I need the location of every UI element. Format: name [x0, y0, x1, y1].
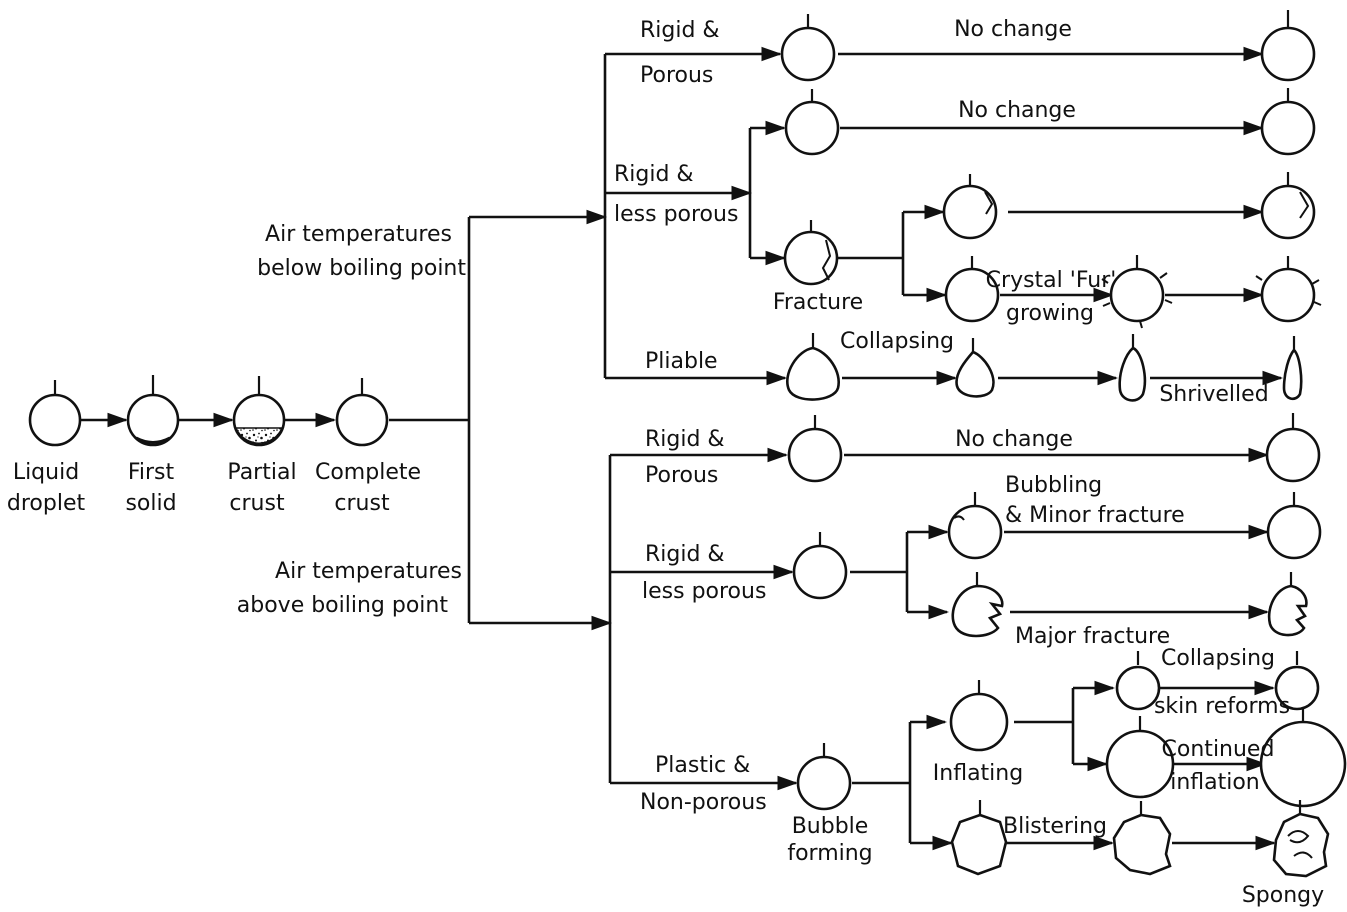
above-label-2: above boiling point [237, 593, 449, 618]
liquid-label-2: droplet [7, 491, 86, 516]
above-rp-label-1: Rigid & [645, 427, 725, 452]
inflating-particle [951, 680, 1007, 750]
plastic-label-2: Non-porous [640, 790, 767, 815]
below-rlp-result-label: No change [958, 98, 1076, 123]
partial-crust-label-1: Partial [227, 460, 296, 485]
pliable-label: Pliable [645, 349, 718, 374]
above-rp-label-2: Porous [645, 463, 718, 488]
collapsing-particle-2 [1120, 334, 1145, 400]
fracture-particle [785, 220, 837, 284]
above-rlp-particle [794, 532, 846, 598]
blistering-label: Blistering [1003, 814, 1107, 839]
crystal-result-particle [1256, 256, 1321, 321]
bubbling-result-particle [1268, 492, 1320, 558]
bubble-label-2: forming [787, 841, 872, 866]
pliable-particle [787, 333, 838, 400]
blistering-particle [1114, 801, 1170, 874]
above-rp-result-label: No change [955, 427, 1073, 452]
fracture-label: Fracture [773, 290, 863, 315]
major-fracture-result-particle [1269, 572, 1306, 635]
skin-reforms-label: skin reforms [1154, 694, 1290, 719]
below-rp-label-1: Rigid & [640, 18, 720, 43]
below-rp-particle [782, 14, 834, 80]
above-rlp-label-1: Rigid & [645, 542, 725, 567]
shrivelled-label: Shrivelled [1159, 382, 1268, 407]
complete-crust-label-2: crust [334, 491, 390, 516]
liquid-label-1: Liquid [13, 460, 79, 485]
liquid-droplet-particle [30, 380, 80, 445]
collapsing-above-particle [1117, 651, 1159, 709]
above-rlp-label-2: less porous [642, 579, 766, 604]
below-rp-result-label: No change [954, 17, 1072, 42]
below-rlp-label-1: Rigid & [614, 162, 694, 187]
major-fracture-label: Major fracture [1015, 624, 1170, 649]
bubbling-label-2: & Minor fracture [1005, 503, 1185, 528]
below-rlp-particle [786, 89, 838, 154]
bubbling-label-1: Bubbling [1005, 473, 1102, 498]
bubble-label-1: Bubble [792, 814, 869, 839]
first-solid-label-2: solid [125, 491, 176, 516]
bubble-forming-particle [798, 743, 850, 809]
fracture-top-result-particle [1262, 172, 1314, 238]
blister-particle [952, 800, 1006, 874]
collapsing-particle-1 [957, 338, 994, 396]
major-fracture-particle [953, 572, 1003, 636]
above-rp-result-particle [1267, 413, 1319, 481]
above-rp-particle [789, 415, 841, 481]
below-rlp-result-particle [1262, 88, 1314, 154]
below-rp-result-particle [1262, 10, 1314, 80]
crystal-label-1: Crystal 'Fur' [986, 268, 1117, 293]
below-label-2: below boiling point [257, 256, 466, 281]
fracture-top-particle [944, 174, 996, 238]
below-rp-label-2: Porous [640, 63, 713, 88]
shrivelled-particle [1284, 336, 1301, 399]
bubbling-particle [949, 492, 1001, 558]
first-solid-particle [128, 375, 178, 445]
inflating-label: Inflating [933, 761, 1023, 786]
partial-crust-label-2: crust [229, 491, 285, 516]
below-label-1: Air temperatures [265, 222, 452, 247]
partial-crust-particle [234, 376, 284, 445]
complete-crust-label-1: Complete [315, 460, 421, 485]
crystal-label-2: growing [1006, 301, 1094, 326]
below-rlp-label-2: less porous [614, 202, 738, 227]
continued-label-2: inflation [1170, 770, 1260, 795]
spongy-label: Spongy [1242, 883, 1324, 908]
below-collapsing-label: Collapsing [840, 329, 954, 354]
above-label-1: Air temperatures [275, 559, 462, 584]
plastic-label-1: Plastic & [655, 753, 750, 778]
above-collapsing-label: Collapsing [1161, 646, 1275, 671]
first-solid-label-1: First [128, 460, 175, 485]
continued-label-1: Continued [1162, 737, 1275, 762]
complete-crust-particle [337, 378, 387, 445]
spongy-particle [1274, 800, 1328, 876]
